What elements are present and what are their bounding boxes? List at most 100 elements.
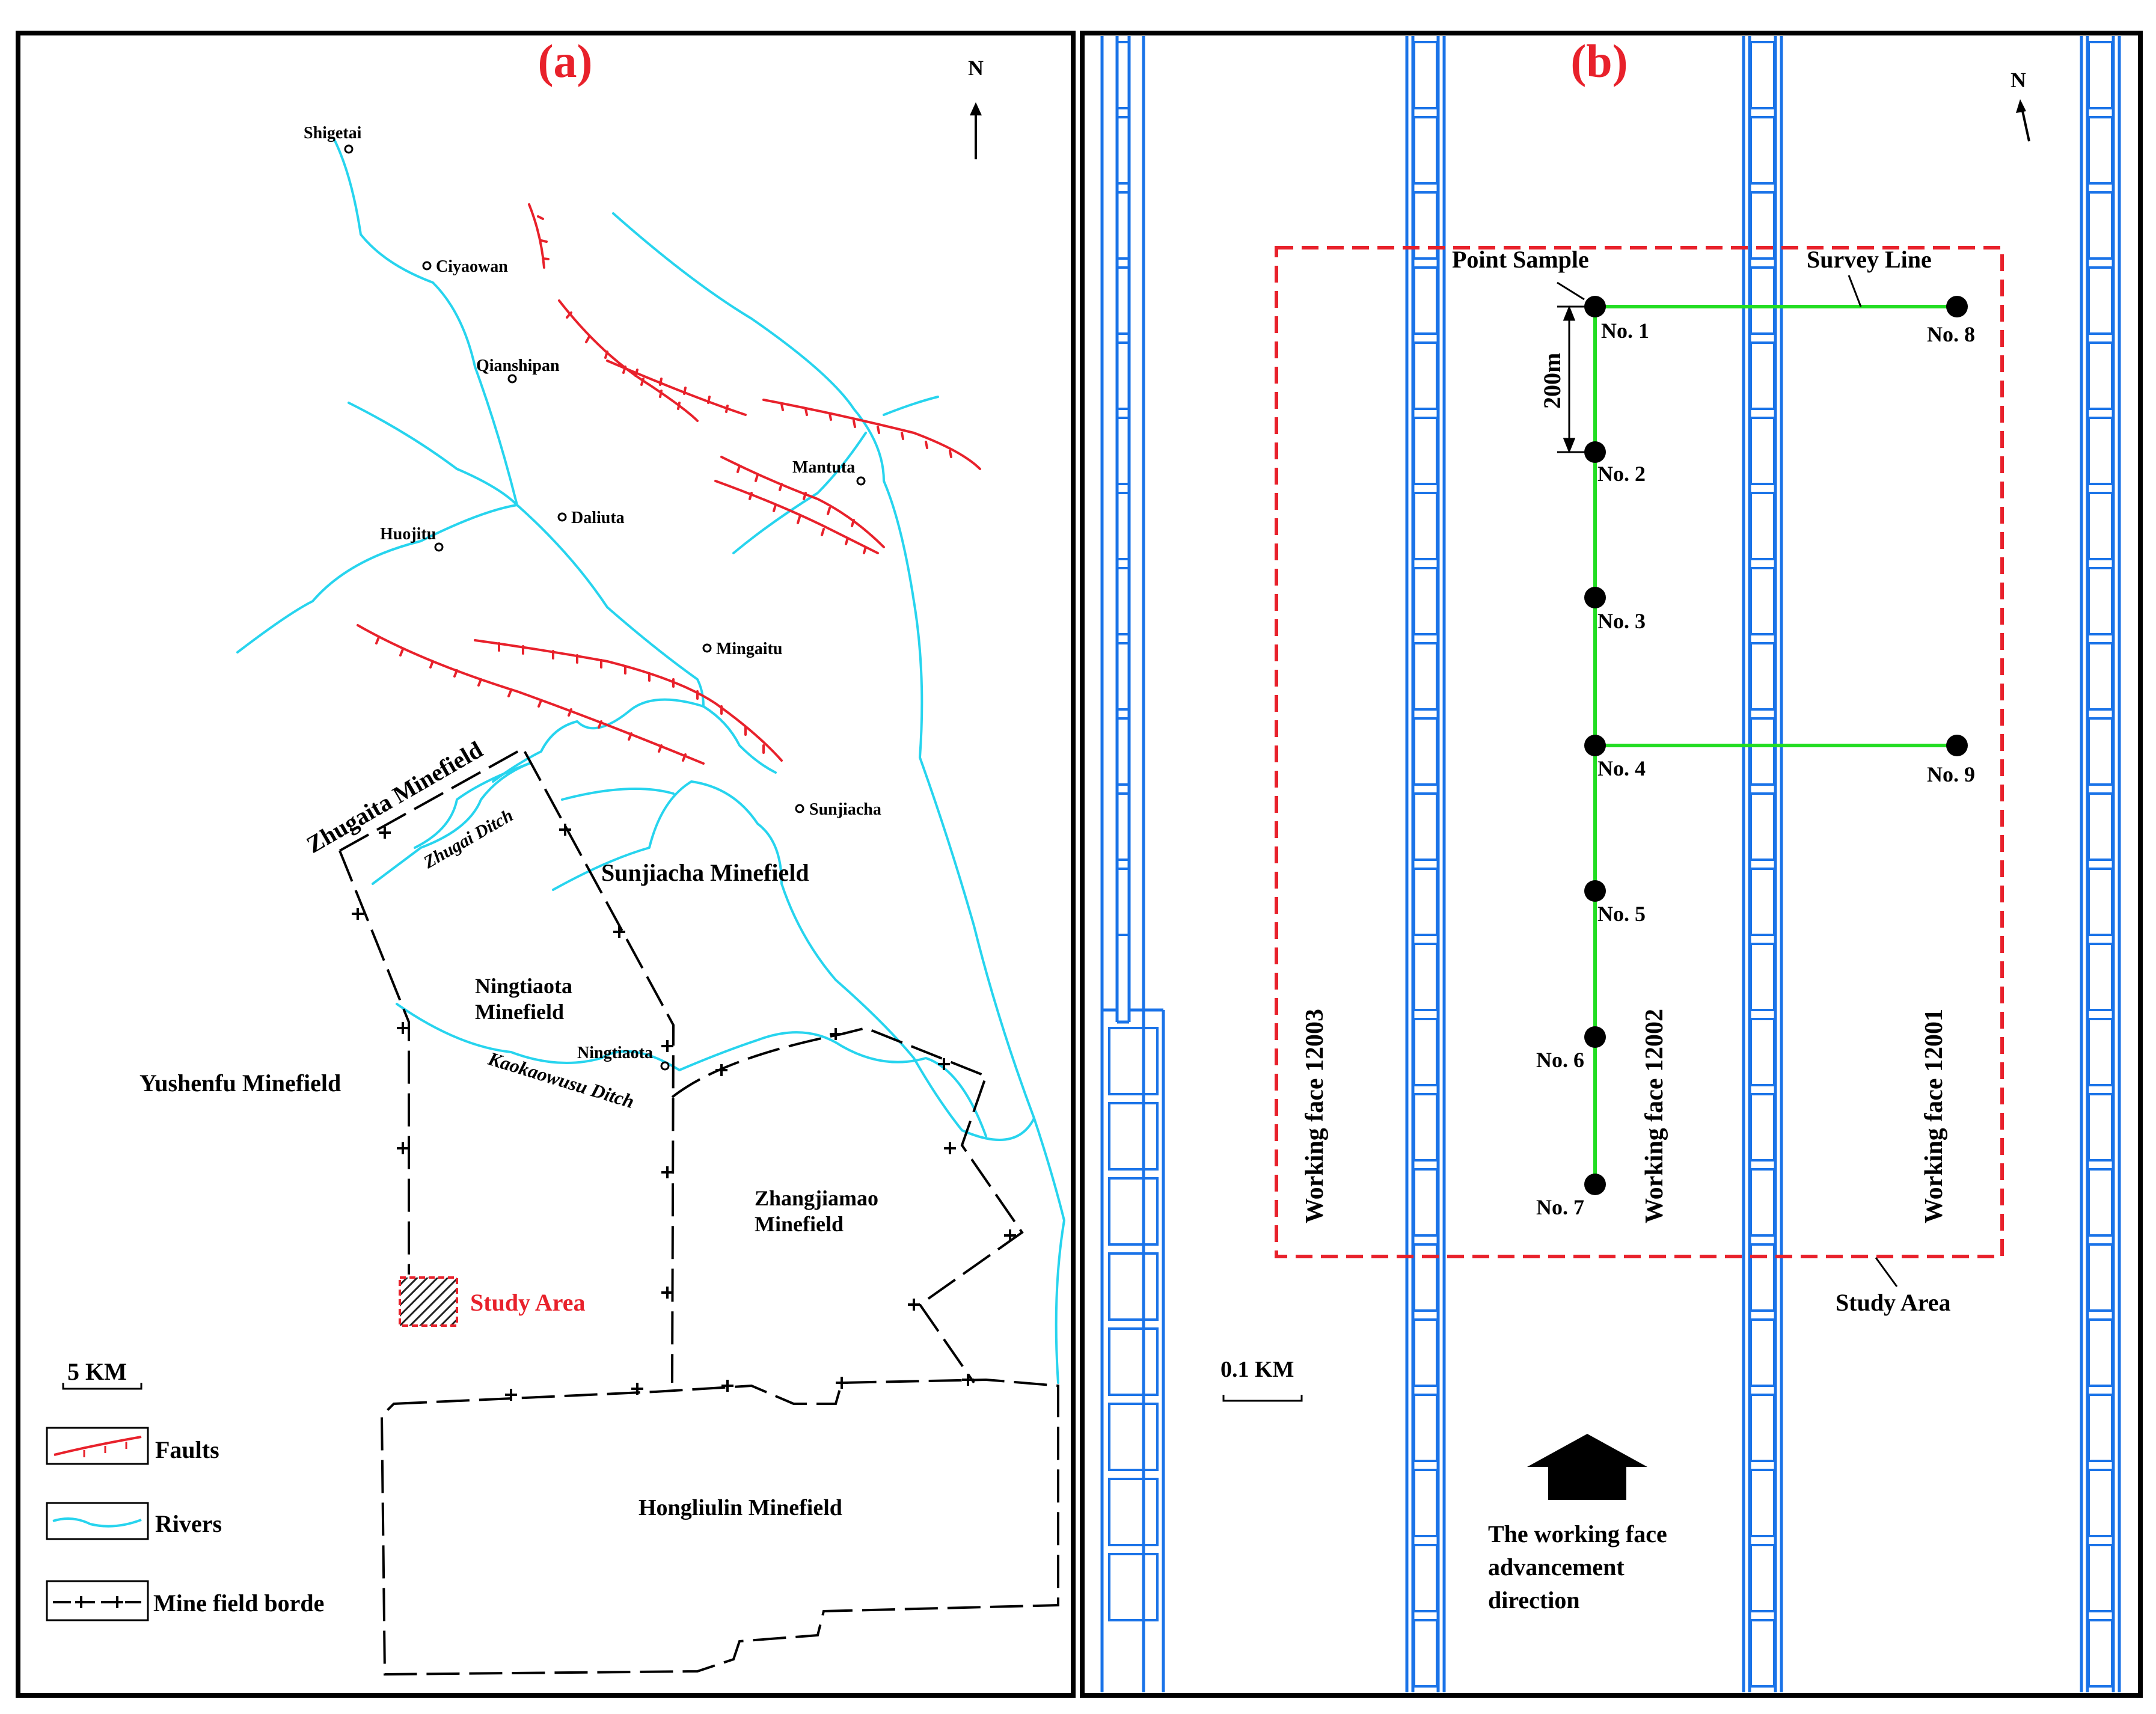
pillar-cell (2087, 116, 2113, 185)
point-2 (1584, 441, 1606, 463)
pillar-cell (1750, 642, 1775, 711)
pillar-cell (2087, 1018, 2113, 1086)
working-face-12002: Working face 12002 (1641, 1009, 1668, 1223)
survey-line-label: Survey Line (1807, 246, 1932, 273)
pillar-cell (1413, 1243, 1438, 1312)
pillar-cell (2087, 1318, 2113, 1387)
pillar-cell (1750, 1619, 1775, 1688)
pillar-cell (1413, 1469, 1438, 1537)
pillar-cell (1413, 717, 1438, 786)
pillar-cell (1116, 341, 1130, 410)
advance-arrow-icon (1527, 1434, 1647, 1500)
pillar-cell (1413, 1394, 1438, 1462)
north-arrow-icon: N (968, 56, 984, 159)
label-hongliulin: Hongliulin Minefield (639, 1495, 842, 1520)
working-face-12003: Working face 12003 (1301, 1009, 1329, 1223)
pillar-cell (1750, 417, 1775, 485)
point-8 (1946, 296, 1968, 317)
point-sample-label: Point Sample (1452, 246, 1589, 273)
panel-b-frame (1080, 31, 2143, 1698)
pillar-cell (1413, 1544, 1438, 1612)
pillars (1108, 41, 2113, 1688)
spacing-label: 200m (1539, 353, 1566, 409)
pillar-cell (1116, 567, 1130, 635)
legend: Faults Rivers Mine field borde (46, 1427, 324, 1621)
place-mantuta: Mantuta (792, 458, 855, 477)
scale-label-b: 0.1 KM (1220, 1357, 1294, 1382)
pillar-cell (1750, 41, 1775, 109)
pillar-cell (1750, 1394, 1775, 1462)
pillar-cell (1116, 792, 1130, 861)
pillar-cell (2087, 943, 2113, 1011)
panel-b: (b) N Study Area (1080, 31, 2143, 1698)
place-qianshipan: Qianshipan (476, 357, 560, 375)
faults (357, 203, 981, 765)
pillar-cell (1750, 492, 1775, 560)
study-area-marker (399, 1276, 458, 1327)
point-6 (1584, 1026, 1606, 1048)
pillar-cell (1413, 1318, 1438, 1387)
study-area-box (1275, 246, 2004, 1258)
pillar-cell (1750, 266, 1775, 335)
pillar-cell (1116, 868, 1130, 936)
sample-points (1584, 296, 1968, 1195)
pillar-cell (2087, 1394, 2113, 1462)
pillar-cell (2087, 717, 2113, 786)
pillar-cell (1116, 266, 1130, 335)
pillar-cell (2087, 1544, 2113, 1612)
pillar-cell (1116, 41, 1130, 109)
pillar-cell (2087, 41, 2113, 109)
point-label-2: No. 2 (1597, 462, 1646, 486)
pillar-cell (1750, 792, 1775, 861)
pillar-cell (1108, 1102, 1159, 1171)
pillar-cell (2087, 1619, 2113, 1688)
legend-rivers: Rivers (155, 1510, 222, 1537)
pillar-cell (1413, 943, 1438, 1011)
point-5 (1584, 880, 1606, 902)
point-label-9: No. 9 (1927, 762, 1975, 786)
pillar-cell (1116, 417, 1130, 485)
point-label-3: No. 3 (1597, 609, 1646, 633)
pillar-cell (1750, 1318, 1775, 1387)
pillar-cell (1750, 1018, 1775, 1086)
pillar-cell (2087, 1168, 2113, 1237)
pillar-cell (2087, 1093, 2113, 1162)
pillar-cell (1750, 116, 1775, 185)
pillar-cell (1413, 1093, 1438, 1162)
point-3 (1584, 587, 1606, 608)
point-label-1: No. 1 (1601, 319, 1649, 343)
pillar-cell (1116, 717, 1130, 786)
pillar-cell (1413, 191, 1438, 260)
pillar-cell (1413, 266, 1438, 335)
advance-label-2: advancement (1488, 1553, 1625, 1581)
border-crosses (352, 824, 1016, 1401)
pillar-cell (1413, 492, 1438, 560)
point-label-7: No. 7 (1536, 1195, 1584, 1219)
place-huojitu: Huojitu (380, 525, 436, 543)
pillar-cell (2087, 191, 2113, 260)
pillar-cell (1108, 1478, 1159, 1546)
scale-bar-b (1222, 1395, 1303, 1402)
pillar-cell (1413, 116, 1438, 185)
place-daliuta: Daliuta (571, 509, 625, 527)
pillar-cell (1413, 1168, 1438, 1237)
label-yushenfu: Yushenfu Minefield (139, 1070, 341, 1097)
point-1 (1584, 296, 1606, 317)
pillar-cell (1750, 1093, 1775, 1162)
pillar-cell (1413, 567, 1438, 635)
point-label-6: No. 6 (1536, 1048, 1584, 1072)
pillar-cell (1750, 1469, 1775, 1537)
point-label-8: No. 8 (1927, 322, 1975, 346)
pillar-cell (1413, 417, 1438, 485)
place-labels: Shigetai Ciyaowan Qianshipan Daliuta Huo… (304, 124, 881, 1062)
pillar-cell (1413, 341, 1438, 410)
place-ciyaowan: Ciyaowan (436, 257, 508, 276)
pillar-cell (1413, 868, 1438, 936)
place-shigetai: Shigetai (304, 124, 362, 142)
pillar-cell (1750, 1544, 1775, 1612)
advance-label-3: direction (1488, 1587, 1580, 1614)
label-zhangjiamao-1: Zhangjiamao (755, 1186, 878, 1210)
mine-field-borders (338, 747, 1059, 1676)
pillar-cell (1108, 1403, 1159, 1471)
pillar-cell (2087, 868, 2113, 936)
